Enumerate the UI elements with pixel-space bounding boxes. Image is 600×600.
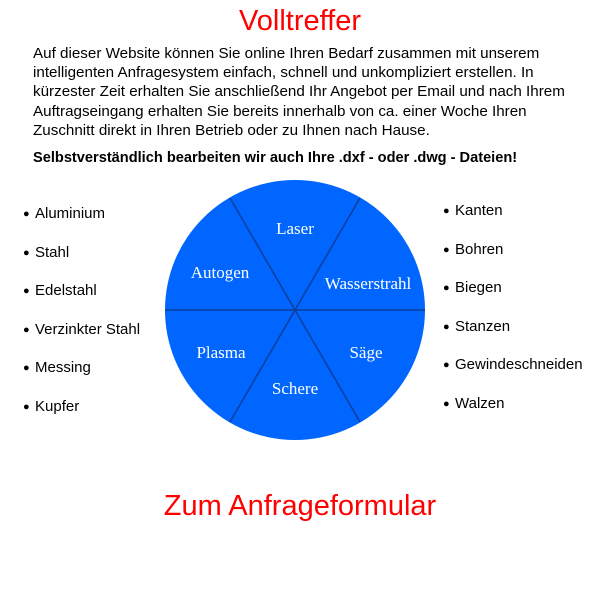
list-item: ●Gewindeschneiden	[443, 356, 583, 373]
intro-text: Auf dieser Website können Sie online Ihr…	[33, 45, 565, 139]
list-item: ●Kupfer	[23, 397, 80, 415]
svg-text:Wasserstrahl: Wasserstrahl	[325, 274, 412, 293]
segment-wasserstrahl[interactable]: Wasserstrahl	[325, 274, 412, 293]
segment-autogen[interactable]: Autogen	[191, 263, 250, 282]
bullet-icon: ●	[23, 323, 30, 336]
bullet-icon: ●	[443, 320, 450, 333]
segment-laser[interactable]: Laser	[276, 219, 314, 238]
request-form-link[interactable]: Zum Anfrageformular	[163, 490, 437, 522]
list-item: ●Biegen	[443, 279, 502, 296]
svg-text:Schere: Schere	[272, 379, 318, 398]
segment-schere[interactable]: Schere	[272, 379, 318, 398]
bullet-icon: ●	[23, 362, 30, 374]
list-item: ●Kanten	[443, 202, 503, 219]
process-wheel: Laser Wasserstrahl Säge Schere Plasma Au…	[165, 180, 425, 440]
list-item: ●Verzinkter Stahl	[23, 320, 141, 338]
materials-list: ●Aluminium ●Stahl ●Edelstahl ●Verzinkter…	[23, 205, 140, 436]
bullet-icon: ●	[23, 208, 30, 220]
svg-text:Plasma: Plasma	[196, 343, 246, 362]
bullet-icon: ●	[23, 246, 30, 259]
segment-plasma[interactable]: Plasma	[196, 343, 246, 362]
wheel-dividers	[165, 197, 425, 423]
bullet-icon: ●	[23, 285, 30, 297]
file-format-note: Selbstverständlich bearbeiten wir auch I…	[33, 150, 518, 166]
bullet-icon: ●	[23, 400, 30, 413]
list-item: ●Bohren	[443, 240, 504, 258]
list-item: ●Edelstahl	[23, 282, 97, 299]
svg-text:Laser: Laser	[276, 219, 314, 238]
processes-list: ●Kanten ●Bohren ●Biegen ●Stanzen ●Gewind…	[443, 202, 583, 433]
bullet-icon: ●	[443, 243, 450, 256]
divider-line	[229, 197, 361, 423]
page-title: Volltreffer	[239, 5, 361, 37]
segment-saege[interactable]: Säge	[349, 343, 382, 362]
list-item: ●Messing	[23, 359, 91, 376]
list-item: ●Aluminium	[23, 205, 106, 222]
bullet-icon: ●	[443, 205, 450, 217]
bullet-icon: ●	[443, 359, 450, 371]
svg-text:Autogen: Autogen	[191, 263, 250, 282]
list-item: ●Stanzen	[443, 317, 511, 335]
bullet-icon: ●	[443, 397, 450, 410]
list-item: ●Walzen	[443, 394, 505, 412]
bullet-icon: ●	[443, 282, 450, 294]
svg-text:Säge: Säge	[349, 343, 382, 362]
list-item: ●Stahl	[23, 243, 70, 261]
